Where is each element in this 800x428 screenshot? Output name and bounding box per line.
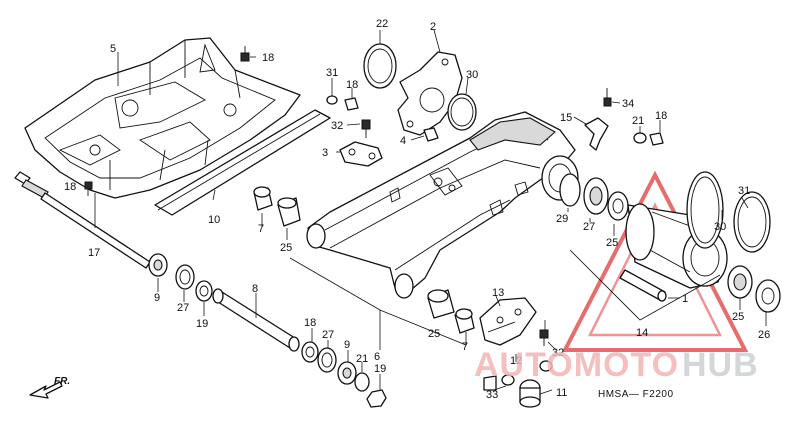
part-4-nut (423, 127, 439, 142)
part-1-pin (619, 269, 667, 302)
callout-label: 17 (88, 247, 100, 259)
callout-label: 18 (346, 79, 358, 91)
part-18-bolt-left (84, 181, 93, 196)
front-arrow: FR. (29, 376, 70, 399)
callout-label: 22 (376, 18, 388, 30)
callout-label: 1 (682, 293, 688, 305)
callout-label: 19 (374, 363, 386, 375)
callout-label: 33 (486, 389, 498, 401)
pivot-bearing-stack-left (148, 253, 213, 302)
callout-label: 9 (154, 292, 160, 304)
callout-label: 25 (732, 311, 744, 323)
leader-lines (94, 29, 767, 395)
callout-label: 7 (462, 341, 468, 353)
part-10-strip (154, 109, 331, 216)
callout-label: 10 (208, 214, 220, 226)
callout-label: 18 (262, 52, 274, 64)
watermark-text: AUTOMOTO HUB (474, 346, 759, 384)
callout-label: 2 (430, 21, 436, 33)
callout-label: 4 (400, 135, 406, 147)
callout-label: 14 (636, 327, 648, 339)
callout-label: 32 (552, 347, 564, 359)
callout-label: 12 (510, 355, 522, 367)
part-5-tray (24, 37, 301, 199)
callout-label: 21 (632, 115, 644, 127)
part-3-clamp (339, 141, 383, 167)
part-8-collar (212, 288, 300, 352)
part-6-swingarm (306, 111, 579, 299)
callout-label: 19 (196, 318, 208, 330)
part-28-26-24-seals (559, 173, 629, 221)
callout-label: 25 (606, 237, 618, 249)
callout-label: 32 (331, 120, 343, 132)
callout-label: 8 (252, 283, 258, 295)
callout-label: 21 (356, 353, 368, 365)
callout-label: 30 (714, 221, 726, 233)
callout-label: 13 (492, 287, 504, 299)
part-23-circlip (363, 43, 397, 89)
callout-label: 11 (556, 387, 567, 399)
watermark-part-a: AUTOMOTO (474, 346, 679, 384)
callout-label: 18 (655, 110, 667, 122)
part-31-18-32-fasteners (326, 95, 371, 138)
callout-label: 27 (583, 221, 595, 233)
part-12-32-33-11-lower (483, 329, 553, 408)
callout-label: 5 (110, 43, 116, 55)
part-30-o-ring (447, 93, 477, 131)
front-arrow-label: FR. (54, 376, 70, 387)
part-13-chain-guide (479, 297, 537, 346)
callout-label: 30 (466, 69, 478, 81)
part-29-rings (686, 171, 771, 253)
callout-label: 26 (758, 329, 770, 341)
callout-label: 29 (556, 213, 568, 225)
callout-label: 25 (428, 328, 440, 340)
pivot-bearing-stack-right (301, 341, 387, 408)
part-18-bolt-top (240, 46, 250, 62)
callout-label: 31 (326, 67, 338, 79)
callout-label: 7 (258, 223, 264, 235)
figure-code: HMSA— F2200 (598, 389, 674, 400)
callout-label: 27 (177, 302, 189, 314)
callout-labels: 5 18 18 10 17 9 27 19 8 18 27 9 21 19 7 … (64, 18, 770, 401)
callout-label: 15 (560, 112, 572, 124)
part-24-26-right-bearings (727, 265, 781, 313)
part-15-34-20-16 (584, 88, 664, 151)
callout-label: 25 (280, 242, 292, 254)
callout-label: 18 (64, 181, 76, 193)
watermark-part-b: HUB (682, 346, 759, 384)
callout-label: 3 (322, 147, 328, 159)
callout-label: 9 (344, 339, 350, 351)
part-17-pivot-bolt (14, 171, 151, 269)
callout-label: 31 (738, 185, 750, 197)
callout-label: 6 (374, 351, 380, 363)
part-7-25-bushings-left (253, 186, 301, 227)
callout-label: 27 (322, 329, 334, 341)
callout-label: 18 (304, 317, 316, 329)
callout-label: 34 (622, 98, 634, 110)
part-25-7-bushings-right (427, 289, 475, 334)
